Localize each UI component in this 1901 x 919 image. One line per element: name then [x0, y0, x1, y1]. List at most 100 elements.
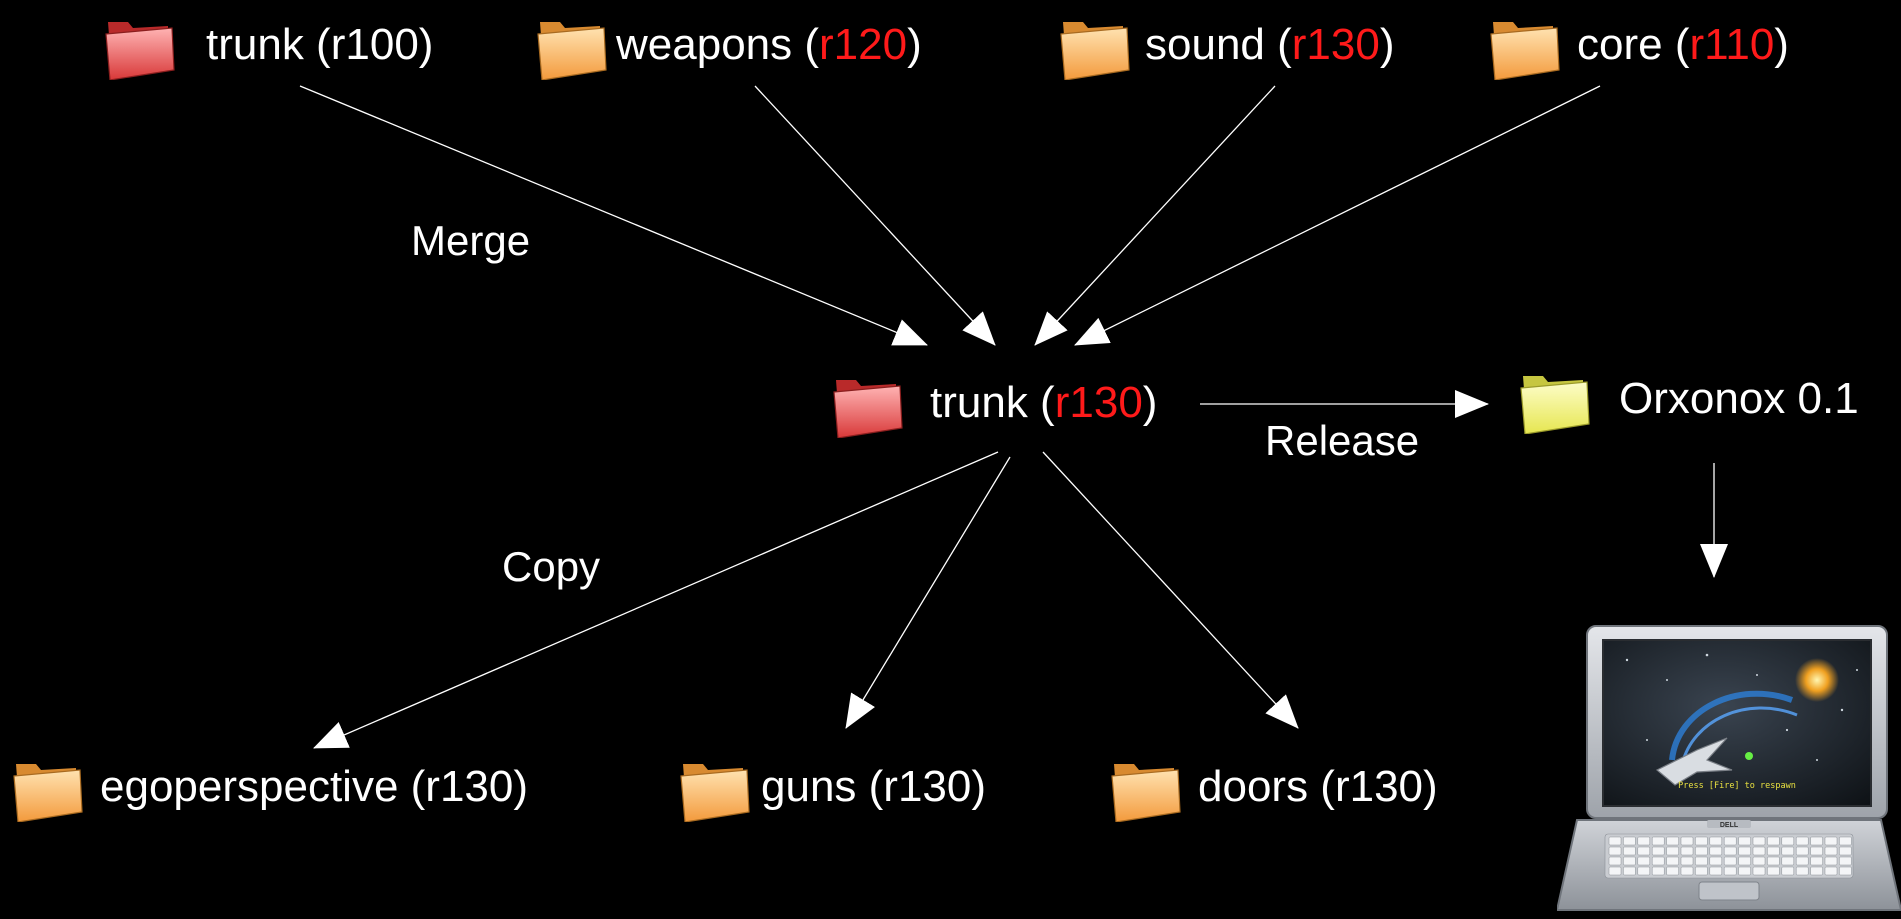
keyboard-key: [1666, 846, 1679, 856]
keyboard-key: [1680, 836, 1694, 846]
keyboard-key: [1795, 856, 1809, 866]
keyboard-key: [1781, 856, 1795, 866]
folder-red-icon: [105, 22, 175, 80]
folder-orange-icon: [1111, 764, 1181, 822]
folder-orange-icon: [13, 764, 83, 822]
node-trunk-r130: trunk (r130): [830, 368, 1157, 438]
keyboard-key: [1738, 846, 1751, 856]
keyboard-key: [1666, 836, 1679, 846]
keyboard-key: [1781, 836, 1795, 846]
node-doors: doors (r130): [1108, 752, 1438, 822]
keyboard-key: [1738, 836, 1751, 846]
node-guns: guns (r130): [677, 752, 986, 822]
keyboard-key: [1709, 866, 1723, 876]
keyboard-key: [1767, 836, 1780, 846]
node-weapons: weapons (r120): [534, 10, 922, 80]
folder-yellow-icon: [1520, 376, 1590, 434]
merge-arrow-weapons: [754, 85, 996, 346]
keyboard-key: [1752, 866, 1766, 876]
node-label: guns (r130): [761, 762, 987, 811]
keyboard-key: [1695, 846, 1708, 856]
keyboard-key: [1824, 836, 1838, 846]
node-core: core (r110): [1487, 10, 1789, 80]
keyboard-key: [1839, 846, 1852, 856]
keyboard-key: [1623, 836, 1636, 846]
release-label: Release: [1265, 417, 1420, 464]
copy-arrow-guns: [845, 456, 1011, 729]
game-respawn-message: Press [Fire] to respawn: [1678, 781, 1796, 791]
keyboard-key: [1608, 856, 1622, 866]
keyboard-key: [1781, 846, 1795, 856]
keyboard-key: [1767, 856, 1780, 866]
keyboard-key: [1695, 856, 1708, 866]
keyboard-key: [1824, 846, 1838, 856]
keyboard-key: [1795, 846, 1809, 856]
keyboard-key: [1723, 866, 1737, 876]
node-label: sound (r130): [1145, 20, 1395, 69]
keyboard-key: [1680, 846, 1694, 856]
laptop-brand: DELL: [1720, 822, 1739, 829]
keyboard-key: [1637, 856, 1651, 866]
keyboard-key: [1723, 836, 1737, 846]
node-sound: sound (r130): [1057, 10, 1395, 80]
keyboard-key: [1752, 856, 1766, 866]
node-label: Orxonox 0.1: [1619, 374, 1859, 423]
node-orxonox-release: Orxonox 0.1: [1517, 364, 1859, 434]
keyboard-key: [1795, 836, 1809, 846]
keyboard-key: [1839, 856, 1852, 866]
keyboard-key: [1767, 866, 1780, 876]
merge-arrow-sound: [1034, 85, 1276, 346]
keyboard-key: [1810, 846, 1823, 856]
copy-arrow-egoperspective: [313, 451, 999, 749]
keyboard-key: [1680, 856, 1694, 866]
node-label: doors (r130): [1198, 762, 1438, 811]
keyboard-key: [1623, 866, 1636, 876]
node-label: core (r110): [1577, 20, 1789, 69]
keyboard-key: [1623, 846, 1636, 856]
folder-orange-icon: [537, 22, 607, 80]
keyboard-key: [1608, 836, 1622, 846]
folder-orange-icon: [1060, 22, 1130, 80]
keyboard-key: [1810, 836, 1823, 846]
copy-arrow-doors: [1042, 451, 1299, 729]
keyboard-key: [1752, 846, 1766, 856]
keyboard-key: [1623, 856, 1636, 866]
keyboard-key: [1723, 856, 1737, 866]
keyboard-key: [1824, 866, 1838, 876]
keyboard-key: [1810, 856, 1823, 866]
keyboard-key: [1695, 836, 1708, 846]
node-egoperspective: egoperspective (r130): [10, 752, 528, 822]
keyboard-key: [1695, 866, 1708, 876]
copy-label: Copy: [502, 543, 601, 590]
keyboard-key: [1810, 866, 1823, 876]
merge-arrow-trunk-r100: [299, 85, 928, 346]
keyboard-key: [1781, 866, 1795, 876]
keyboard-key: [1723, 846, 1737, 856]
keyboard-key: [1839, 836, 1852, 846]
merge-label: Merge: [411, 217, 531, 264]
keyboard-key: [1637, 866, 1651, 876]
keyboard-key: [1738, 856, 1751, 866]
keyboard-key: [1637, 846, 1651, 856]
folder-orange-icon: [1490, 22, 1560, 80]
keyboard-key: [1651, 836, 1665, 846]
folder-orange-icon: [680, 764, 750, 822]
keyboard-key: [1651, 846, 1665, 856]
merge-arrow-core: [1074, 85, 1601, 346]
node-label: weapons (r120): [616, 20, 922, 69]
keyboard-key: [1795, 866, 1809, 876]
laptop-icon: Press [Fire] to respawn DELL: [1557, 625, 1901, 911]
keyboard-key: [1608, 846, 1622, 856]
node-label: trunk (r100): [206, 20, 434, 69]
keyboard-key: [1738, 866, 1751, 876]
keyboard-key: [1824, 856, 1838, 866]
keyboard-key: [1709, 846, 1723, 856]
keyboard-key: [1637, 836, 1651, 846]
keyboard-key: [1680, 866, 1694, 876]
keyboard-key: [1767, 846, 1780, 856]
keyboard-key: [1752, 836, 1766, 846]
keyboard-key: [1651, 856, 1665, 866]
keyboard-key: [1709, 836, 1723, 846]
node-label: trunk (r130): [930, 378, 1158, 427]
keyboard-key: [1666, 866, 1679, 876]
